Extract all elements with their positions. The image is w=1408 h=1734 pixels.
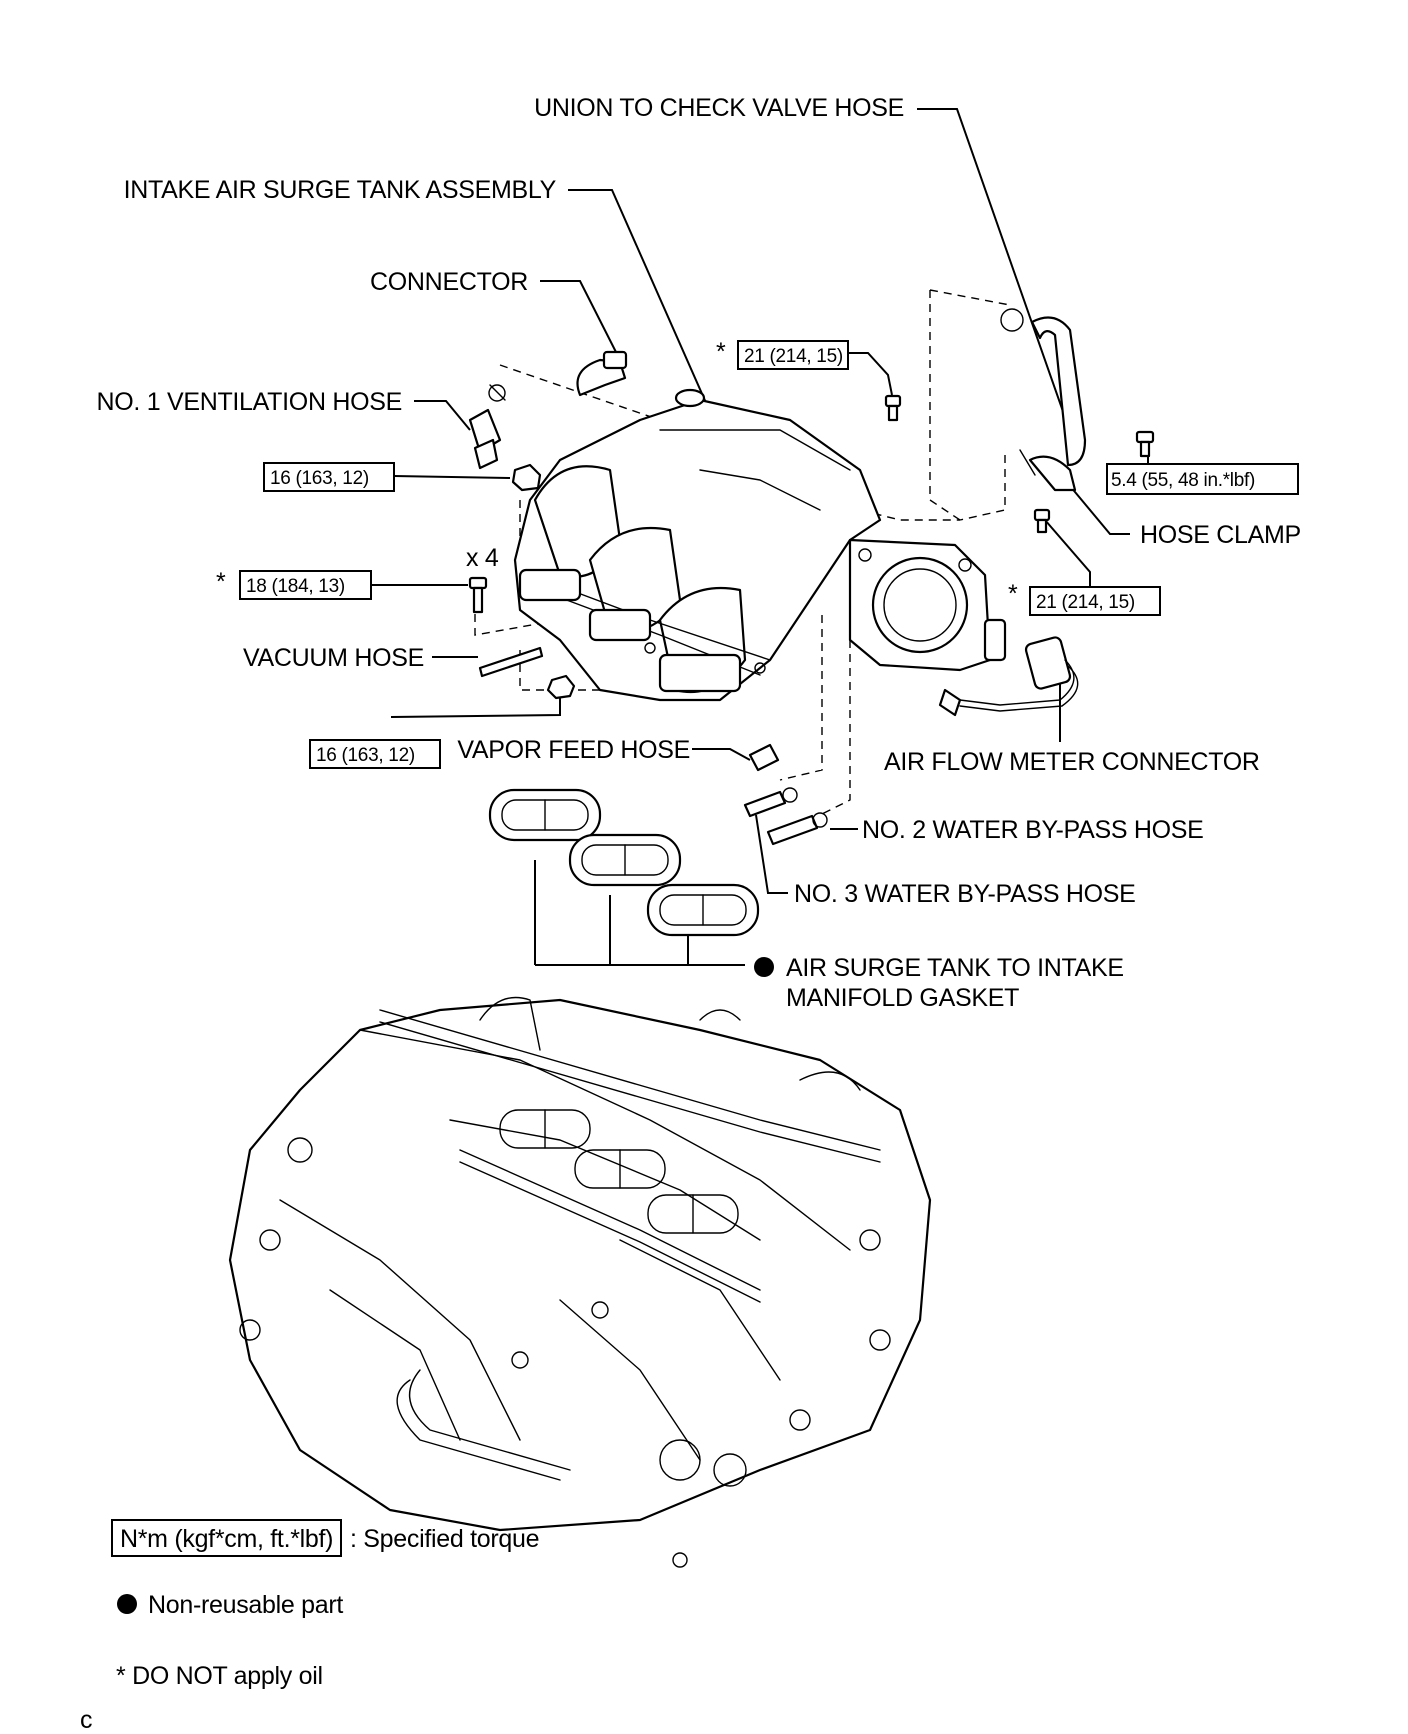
legend-torque-desc: : Specified torque: [350, 1525, 539, 1553]
asterisk-t18: *: [216, 568, 226, 596]
torque-box-5-4: [1106, 463, 1299, 495]
asterisk-t21-top: *: [716, 338, 726, 366]
legend: N*m (kgf*cm, ft.*lbf) : Specified torque…: [80, 1519, 539, 1734]
vapor-feed-hose-label: VAPOR FEED HOSE: [457, 736, 690, 764]
torque-box-21-right: [1029, 586, 1161, 616]
union-check-valve-hose-part: [1000, 308, 1087, 492]
gasket-label-line2: MANIFOLD GASKET: [786, 984, 1019, 1012]
asterisk-t21-right: *: [1008, 580, 1018, 608]
vapor-feed-hose-part: [748, 743, 780, 772]
torque-18: 18 (184, 13): [246, 576, 345, 597]
fasteners: [468, 394, 1155, 700]
ventilation-hose-label: NO. 1 VENTILATION HOSE: [97, 388, 403, 416]
engine-block: [228, 996, 932, 1568]
torque-21-top: 21 (214, 15): [744, 346, 843, 367]
nonreusable-bullet-legend: [117, 1594, 137, 1614]
gaskets: [488, 788, 760, 937]
torque-5-4: 5.4 (55, 48 in.*lbf): [1111, 470, 1255, 491]
corner-mark: c: [80, 1706, 92, 1734]
water-bypass-hoses: [743, 787, 828, 846]
no3-water-bypass-hose-label: NO. 3 WATER BY-PASS HOSE: [794, 880, 1136, 908]
legend-no-oil: * DO NOT apply oil: [116, 1662, 323, 1690]
surge-tank-assembly: [513, 388, 882, 702]
torque-box-16-top: [263, 462, 395, 492]
assembly-dashed-lines: [474, 289, 1011, 816]
torque-16-top: 16 (163, 12): [270, 468, 369, 489]
hose-clamp-label: HOSE CLAMP: [1140, 521, 1301, 549]
throttle-body-part: [848, 538, 1007, 672]
connector-label: CONNECTOR: [370, 268, 528, 296]
torque-box-16-bottom: [309, 739, 441, 769]
qty-x4-label: x 4: [466, 544, 499, 572]
air-flow-meter-connector-label: AIR FLOW METER CONNECTOR: [884, 748, 1260, 776]
legend-nonreusable: Non-reusable part: [148, 1591, 343, 1619]
nonreusable-bullet-gasket: [754, 957, 774, 977]
torque-16-bottom: 16 (163, 12): [316, 745, 415, 766]
torque-box-21-top: [737, 340, 849, 370]
legend-torque-box: [111, 1519, 342, 1557]
gasket-label-line1: AIR SURGE TANK TO INTAKE: [786, 954, 1124, 982]
no2-water-bypass-hose-label: NO. 2 WATER BY-PASS HOSE: [862, 816, 1204, 844]
surge-tank-label: INTAKE AIR SURGE TANK ASSEMBLY: [124, 176, 557, 204]
ventilation-hose-part: [468, 384, 506, 470]
union-to-check-valve-hose-label: UNION TO CHECK VALVE HOSE: [534, 94, 904, 122]
connector-part: [576, 350, 628, 397]
vacuum-hose-part: [478, 646, 544, 678]
torque-21-right: 21 (214, 15): [1036, 592, 1135, 613]
legend-torque-units: N*m (kgf*cm, ft.*lbf): [120, 1525, 333, 1553]
air-flow-meter-connector-part: [938, 636, 1079, 717]
vacuum-hose-label: VACUUM HOSE: [243, 644, 424, 672]
torque-box-18: [239, 570, 372, 600]
